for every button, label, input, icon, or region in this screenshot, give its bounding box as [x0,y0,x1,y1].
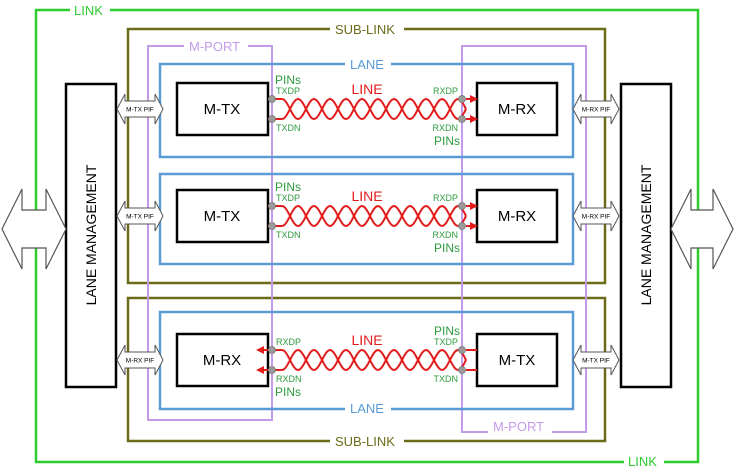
lane-3-left-pins-label: PINs [275,385,301,399]
lane-3-right-pin-top: TXDP [434,337,458,347]
lane-2-left-box [175,188,270,244]
lane-2-pin-dot-3 [458,202,466,210]
lane-2-left-pin-bottom: TXDN [276,230,301,240]
lane-2-right-pin-bottom: RXDN [432,230,458,240]
lane-2-left-pin-top: TXDP [276,193,300,203]
lane-2-pin-dot-2 [268,222,276,230]
lane-2-line-p [281,204,467,228]
lane-management-left-label: LANE MANAGEMENT [83,164,99,305]
lane-2-line-label: LINE [351,188,382,204]
link-label-bottom: LINK [628,454,657,469]
lane-3-line-p [281,348,467,372]
lane-2-left-pif-label: M-TX PIF [126,214,154,221]
lane-3-right-pin-bottom: TXDN [434,374,459,384]
lane-label-bottom: LANE [350,401,384,416]
lane-3-left-box [175,332,270,388]
lane-1-pin-dot-2 [268,115,276,123]
lane-1-left-pif-arrow [116,93,164,125]
lane-3-left-pin-bottom: RXDN [276,374,302,384]
left-external-arrow [1,188,67,270]
lane-label-top: LANE [350,57,384,72]
lane-2-line-n [281,204,467,228]
lane-1-left-pif-label: M-TX PIF [126,107,154,114]
lane-3-pin-dot-1 [268,346,276,354]
lane-management-left [64,82,118,389]
lane-1-right-pin-bottom: RXDN [432,123,458,133]
lane-2-pin-dot-1 [268,202,276,210]
lane-1-right-pin-top: RXDP [433,86,458,96]
lane-3-left-box-label: M-RX [203,352,241,369]
lane-3-left-pin-top: RXDP [276,337,301,347]
lane-1: M-TX M-RX M-TX PIF M-RX PIF LINE TXDP TXDN RXDP… [116,73,620,148]
lane-1-right-pif-arrow [572,93,620,125]
lane-2-right-box [475,188,559,244]
lane-2: M-TX M-RX M-TX PIF M-RX PIF LINE TXDP TXDN RXDP… [116,180,620,255]
lane-1-right-pins-label: PINs [434,134,460,148]
lane-2-right-pif-arrow [572,200,620,232]
lane-2-right-pif-label: M-RX PIF [582,214,611,221]
lane-1-right-pif-label: M-RX PIF [582,107,611,114]
lane-1-line-label: LINE [351,81,382,97]
lane-3: M-RX M-TX M-RX PIF M-TX PIF LINE RXDP RXDN TXDP… [116,324,620,399]
lane-3-right-pif-label: M-TX PIF [582,358,610,365]
lane-1-left-box-label: M-TX [204,101,241,118]
lane-3-right-pins-label: PINs [434,324,460,338]
lane-3-line-n [281,348,467,372]
lane-2-right-pins-label: PINs [434,241,460,255]
lane-2-left-box-label: M-TX [204,208,241,225]
lane-3-line-label: LINE [351,332,382,348]
lane-management-right-label: LANE MANAGEMENT [638,164,654,305]
m-port-label-bottom: M-PORT [493,419,544,434]
lane-1-left-pin-bottom: TXDN [276,123,301,133]
lane-1-line-p [281,97,467,121]
lane-1-left-pin-top: TXDP [276,86,300,96]
sub-link-label-bottom: SUB-LINK [335,434,395,449]
lane-2-pin-dot-4 [458,222,466,230]
lane-1-right-box [475,81,559,137]
lane-3-left-pif-label: M-RX PIF [126,358,155,365]
lane-1-right-box-label: M-RX [498,101,536,118]
sub-link-label-top: SUB-LINK [335,22,395,37]
lane-2-left-pins-label: PINs [275,180,301,194]
lane-management-right [619,82,673,389]
lane-2-right-box-label: M-RX [498,208,536,225]
lane-3-pin-dot-2 [268,366,276,374]
m-port-label-top: M-PORT [189,39,240,54]
lane-3-right-box-label: M-TX [499,352,536,369]
lane-3-pin-dot-4 [458,366,466,374]
lane-2-left-pif-arrow [116,200,164,232]
lane-3-right-box [475,332,559,388]
lane-1-left-box [175,81,270,137]
lane-3-left-pif-arrow [116,344,164,376]
lane-1-pin-dot-3 [458,95,466,103]
lane-1-pin-dot-1 [268,95,276,103]
lane-1-pin-dot-4 [458,115,466,123]
lane-1-left-pins-label: PINs [275,73,301,87]
lane-3-right-pif-arrow [572,344,620,376]
lane-2-right-pin-top: RXDP [433,193,458,203]
right-external-arrow [670,188,734,270]
lane-1-line-n [281,97,467,121]
link-boundary [34,8,700,464]
link-label-top: LINK [74,3,103,18]
lane-3-pin-dot-3 [458,346,466,354]
